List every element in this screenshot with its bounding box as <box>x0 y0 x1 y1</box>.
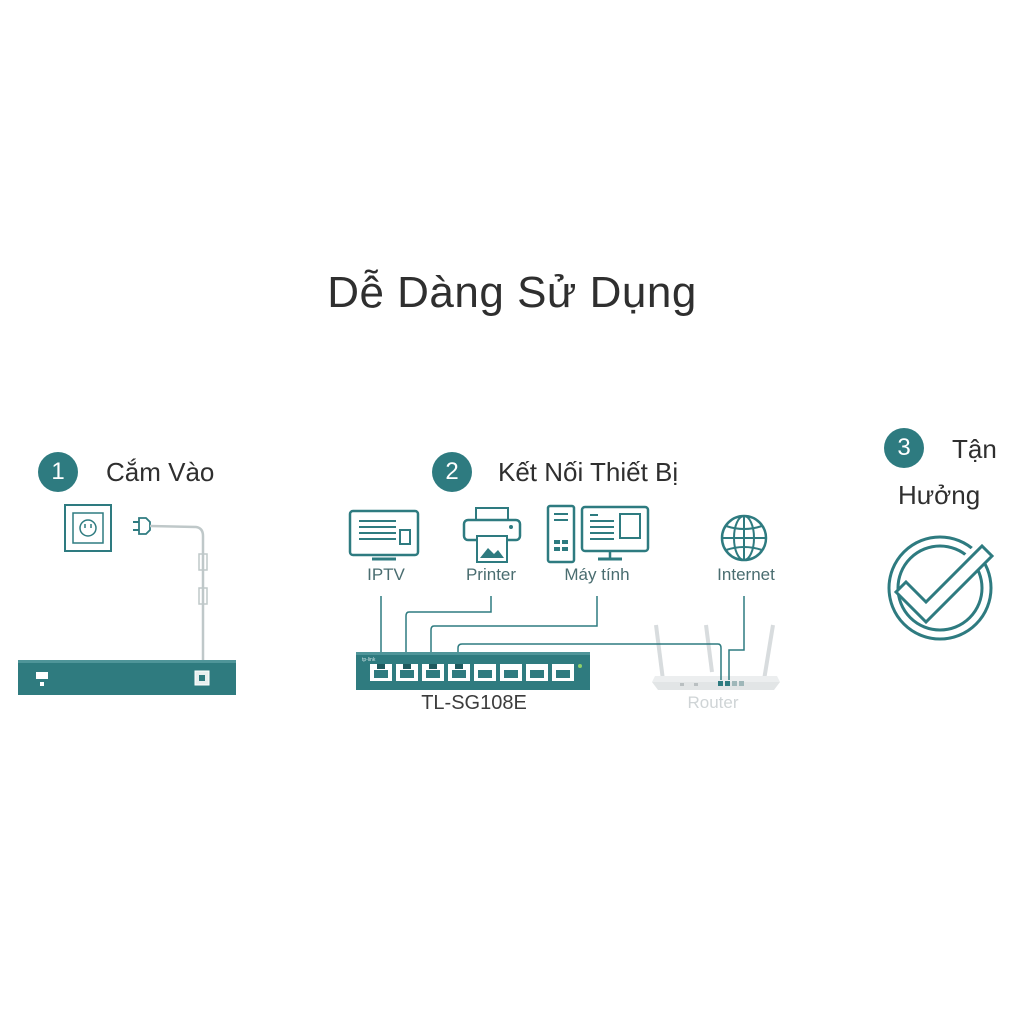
svg-text:tp-link: tp-link <box>362 657 376 663</box>
printer-icon <box>462 507 522 563</box>
step-3-label-line2: Hưởng <box>898 480 981 510</box>
port-sockets <box>374 670 570 678</box>
step-1-badge: 1 <box>38 452 78 492</box>
connection-cables <box>380 596 745 680</box>
check-circle-icon <box>887 535 995 641</box>
plugged-connectors <box>377 664 463 669</box>
internet-label: Internet <box>717 565 775 584</box>
router-uplink-cable <box>457 643 722 680</box>
power-plug-icon <box>133 517 151 535</box>
computer-icon <box>546 504 650 564</box>
tv-icon <box>348 509 420 561</box>
step-2-label: Kết Nối Thiết Bị <box>498 457 679 487</box>
router-label: Router <box>687 693 739 712</box>
printer-cable <box>405 596 492 660</box>
internet-cable <box>728 596 745 680</box>
printer-label: Printer <box>465 565 517 584</box>
computer-label: Máy tính <box>564 565 630 584</box>
switch-model-label: TL-SG108E <box>421 692 527 714</box>
iptv-label: IPTV <box>367 565 405 584</box>
computer-cable <box>430 596 598 660</box>
step-1-label: Cắm Vào <box>106 457 215 487</box>
step-3-label-line1: Tận <box>952 434 997 464</box>
page-title: Dễ Dàng Sử Dụng <box>327 268 697 317</box>
router-icon <box>652 624 780 690</box>
power-led <box>578 664 582 668</box>
step-3-badge: 3 <box>884 428 924 468</box>
wall-outlet-icon <box>64 504 112 552</box>
switch-front-panel: tp-link <box>356 652 590 690</box>
globe-icon <box>720 514 768 562</box>
power-cable <box>149 524 208 660</box>
step-2-badge: 2 <box>432 452 472 492</box>
switch-rear-panel <box>18 660 236 695</box>
